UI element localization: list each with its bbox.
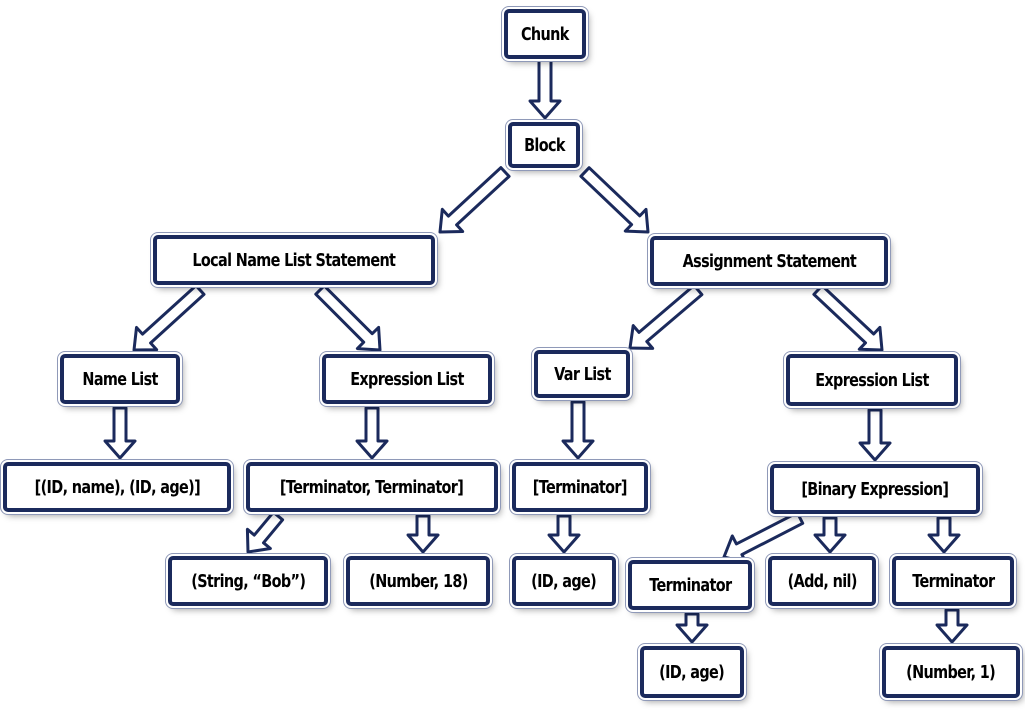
node-name-list-label: Name List	[82, 368, 158, 390]
node-assignment-statement-label: Assignment Statement	[682, 250, 856, 272]
arrow-terminator-right-to-number-1	[935, 608, 969, 644]
node-var-list: Var List	[534, 350, 630, 398]
node-number-1: (Number, 1)	[882, 646, 1020, 698]
node-id-age-bottom: (ID, age)	[640, 646, 744, 698]
arrow-terminators-to-string-bob	[245, 510, 285, 554]
node-block: Block	[508, 122, 580, 168]
node-var-list-label: Var List	[553, 363, 611, 385]
node-terminator-list-label: [Terminator]	[532, 476, 628, 498]
node-local-name-list-statement-label: Local Name List Statement	[192, 249, 397, 271]
node-block-label: Block	[523, 134, 565, 156]
node-terminator-terminator-label: [Terminator, Terminator]	[280, 476, 464, 498]
arrow-assignment-to-var-list	[628, 283, 704, 350]
arrow-chunk-to-block	[528, 58, 562, 120]
arrow-assignment-to-expression-list	[812, 284, 884, 352]
node-terminator-left-label: Terminator	[648, 574, 732, 596]
node-number-18: (Number, 18)	[346, 556, 490, 606]
node-id-age-var-label: (ID, age)	[531, 570, 598, 592]
arrow-block-to-assignment-statement	[579, 166, 650, 234]
node-binary-expression-list-label: [Binary Expression]	[801, 478, 950, 500]
node-string-bob-label: (String, “Bob”)	[190, 570, 306, 592]
node-add-nil: (Add, nil)	[768, 556, 876, 606]
arrow-local-to-name-list	[132, 284, 206, 352]
node-terminator-terminator: [Terminator, Terminator]	[246, 462, 498, 512]
node-terminator-left: Terminator	[628, 560, 752, 610]
arrow-expression-list-to-binary	[858, 408, 892, 462]
node-chunk: Chunk	[504, 9, 586, 59]
node-local-name-list-statement: Local Name List Statement	[153, 235, 435, 285]
node-string-bob: (String, “Bob”)	[168, 556, 328, 606]
node-id-name-id-age: [(ID, name), (ID, age)]	[3, 462, 231, 512]
node-expression-list-left: Expression List	[322, 354, 492, 404]
node-terminator-right-label: Terminator	[911, 570, 995, 592]
arrow-terminator-list-to-id-age	[547, 514, 581, 554]
arrow-binary-to-terminator-right	[927, 516, 961, 554]
arrow-name-list-to-id-pairs	[103, 406, 137, 460]
arrow-binary-to-terminator-left	[722, 511, 805, 565]
node-number-18-label: (Number, 18)	[368, 570, 468, 592]
node-name-list: Name List	[60, 354, 180, 404]
node-terminator-right: Terminator	[892, 556, 1014, 606]
arrow-expression-list-to-terminators	[355, 406, 389, 460]
node-terminator-list: [Terminator]	[512, 462, 648, 512]
node-expression-list-right-label: Expression List	[815, 369, 929, 391]
arrow-local-to-expression-list	[314, 284, 382, 352]
arrow-terminators-to-number-18	[406, 514, 440, 554]
node-binary-expression-list: [Binary Expression]	[770, 464, 980, 514]
node-id-name-id-age-label: [(ID, name), (ID, age)]	[34, 476, 200, 498]
node-id-age-var: (ID, age)	[512, 556, 616, 606]
arrow-terminator-left-to-id-age	[675, 612, 709, 644]
node-assignment-statement: Assignment Statement	[650, 236, 888, 286]
node-add-nil-label: (Add, nil)	[787, 570, 857, 592]
arrow-block-to-local-name-list-statement	[438, 166, 511, 234]
node-expression-list-left-label: Expression List	[350, 368, 464, 390]
arrow-var-list-to-terminator-list	[561, 400, 595, 460]
node-number-1-label: (Number, 1)	[906, 661, 997, 683]
node-chunk-label: Chunk	[521, 23, 569, 45]
arrow-binary-to-add-nil	[813, 516, 847, 554]
node-id-age-bottom-label: (ID, age)	[659, 661, 726, 683]
node-expression-list-right: Expression List	[786, 354, 958, 406]
